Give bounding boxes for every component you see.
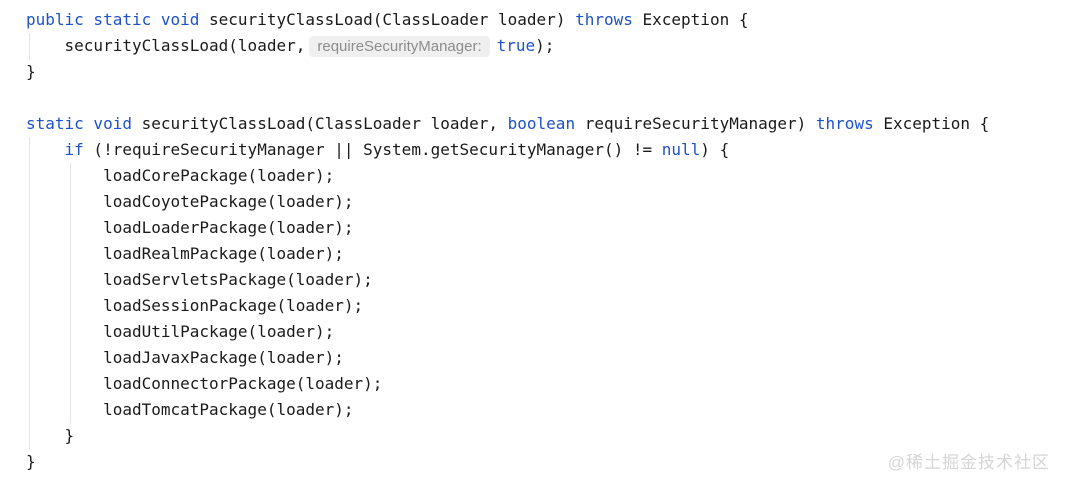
- indent-guide: [29, 33, 30, 60]
- code-token: }: [26, 452, 36, 471]
- code-line: }: [26, 423, 989, 449]
- code-line: loadJavaxPackage(loader);: [26, 345, 989, 371]
- parameter-hint-pill: requireSecurityManager:: [309, 36, 490, 57]
- keyword-token: boolean: [507, 114, 576, 133]
- code-token: loadCoyotePackage(loader);: [26, 192, 354, 211]
- code-line: loadRealmPackage(loader);: [26, 241, 989, 267]
- code-token: loadCorePackage(loader);: [26, 166, 335, 185]
- keyword-token: true: [496, 36, 536, 55]
- code-line: loadServletsPackage(loader);: [26, 267, 989, 293]
- code-token: loadRealmPackage(loader);: [26, 244, 344, 263]
- watermark: @稀土掘金技术社区: [887, 453, 1050, 472]
- code-line: loadSessionPackage(loader);: [26, 293, 989, 319]
- code-line: }: [26, 59, 989, 85]
- code-token: ) {: [700, 140, 730, 159]
- code-token: }: [26, 426, 75, 445]
- code-line: securityClassLoad(loader,requireSecurity…: [26, 33, 989, 59]
- keyword-token: throws: [575, 10, 633, 29]
- indent-guide: [70, 163, 71, 423]
- keyword-token: static void: [26, 114, 142, 133]
- code-line: loadCoyotePackage(loader);: [26, 189, 989, 215]
- code-token: loadTomcatPackage(loader);: [26, 400, 354, 419]
- code-token: securityClassLoad(ClassLoader loader): [209, 10, 576, 29]
- code-token: loadJavaxPackage(loader);: [26, 348, 344, 367]
- keyword-token: public static void: [26, 10, 210, 29]
- code-token: loadUtilPackage(loader);: [26, 322, 335, 341]
- code-line: if (!requireSecurityManager || System.ge…: [26, 137, 989, 163]
- code-line: loadCorePackage(loader);: [26, 163, 989, 189]
- code-token: (!requireSecurityManager || System.getSe…: [83, 140, 662, 159]
- code-line: }: [26, 449, 989, 475]
- code-token: Exception {: [632, 10, 749, 29]
- keyword-token: throws: [815, 114, 874, 133]
- code-line: static void securityClassLoad(ClassLoade…: [26, 111, 989, 137]
- code-line: loadLoaderPackage(loader);: [26, 215, 989, 241]
- code-token: loadLoaderPackage(loader);: [26, 218, 354, 237]
- code-line: loadUtilPackage(loader);: [26, 319, 989, 345]
- code-token: );: [535, 36, 555, 55]
- code-line: loadConnectorPackage(loader);: [26, 371, 989, 397]
- code-token: Exception {: [873, 114, 990, 133]
- code-line: loadTomcatPackage(loader);: [26, 397, 989, 423]
- code-token: }: [26, 62, 36, 81]
- code-block[interactable]: public static void securityClassLoad(Cla…: [0, 7, 989, 475]
- code-token: loadSessionPackage(loader);: [26, 296, 364, 315]
- keyword-token: if: [64, 140, 84, 159]
- code-token: [26, 140, 65, 159]
- code-token: requireSecurityManager): [575, 114, 816, 133]
- code-token: loadServletsPackage(loader);: [26, 270, 373, 289]
- indent-guide: [29, 137, 30, 449]
- code-token: loadConnectorPackage(loader);: [26, 374, 383, 393]
- code-token: securityClassLoad(loader,: [26, 36, 306, 55]
- code-token: securityClassLoad(ClassLoader loader,: [141, 114, 508, 133]
- code-line: public static void securityClassLoad(Cla…: [26, 7, 989, 33]
- keyword-token: null: [661, 140, 701, 159]
- code-line: [26, 85, 989, 111]
